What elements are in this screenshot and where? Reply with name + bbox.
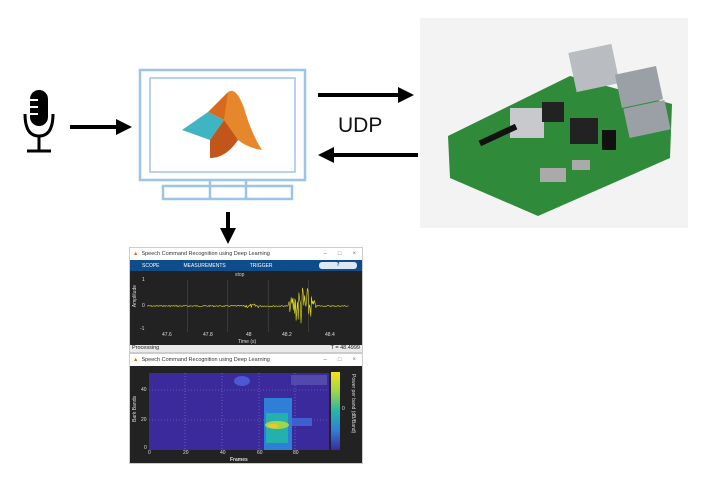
minimize-icon[interactable]: – xyxy=(323,251,327,257)
y-tick: 0 xyxy=(144,445,147,451)
maximize-icon[interactable]: □ xyxy=(337,251,342,257)
time-scope-window: ▲ Speech Command Recognition using Deep … xyxy=(129,247,363,353)
y-tick: 0 xyxy=(142,303,145,309)
status-text: Processing xyxy=(132,345,160,351)
help-button[interactable]: ? xyxy=(319,262,357,269)
microphone-icon xyxy=(23,90,55,153)
x-tick: 0 xyxy=(148,450,151,456)
x-tick: 48 xyxy=(246,332,252,338)
waveform-line xyxy=(147,287,349,324)
x-tick: 80 xyxy=(293,450,299,456)
x-tick: 48.4 xyxy=(325,332,335,338)
tab-scope[interactable]: SCOPE xyxy=(142,262,160,269)
spectrogram-plot: Bark Bands 40 20 0 0 Power per band (dB/… xyxy=(130,366,362,463)
plot-toolbar[interactable] xyxy=(291,375,327,385)
raspberry-pi-image xyxy=(420,18,688,228)
matlab-small-icon: ▲ xyxy=(133,251,139,257)
matlab-small-icon: ▲ xyxy=(133,357,139,363)
x-tick: 48.2 xyxy=(282,332,292,338)
colorbar xyxy=(331,372,340,450)
waveform-axes xyxy=(147,280,349,332)
tab-trigger[interactable]: TRIGGER xyxy=(249,262,273,269)
spectrogram-window-title: Speech Command Recognition using Deep Le… xyxy=(141,357,270,363)
y-tick: 20 xyxy=(141,417,147,423)
spectrogram-window: ▲ Speech Command Recognition using Deep … xyxy=(129,353,363,464)
colorbar-label: Power per band (dB/Band) xyxy=(350,374,356,434)
matlab-logo-icon xyxy=(182,90,262,158)
spectrogram-image xyxy=(149,373,329,450)
x-tick: 47.8 xyxy=(203,332,213,338)
time-readout: T = 48.4999 xyxy=(330,345,360,351)
y-tick: -1 xyxy=(140,326,145,332)
x-tick: 40 xyxy=(220,450,226,456)
x-tick: 60 xyxy=(257,450,263,456)
maximize-icon[interactable]: □ xyxy=(337,357,342,363)
y-tick: 1 xyxy=(142,277,145,283)
udp-label: UDP xyxy=(338,114,383,137)
monitor-icon xyxy=(138,68,307,201)
y-tick: 40 xyxy=(141,387,147,393)
scope-toolstrip: SCOPE MEASUREMENTS TRIGGER ? xyxy=(130,260,362,271)
colorbar-tick: 0 xyxy=(342,406,345,412)
x-axis-label: Frames xyxy=(230,457,248,463)
spectrogram-titlebar: ▲ Speech Command Recognition using Deep … xyxy=(130,354,362,366)
minimize-icon[interactable]: – xyxy=(323,357,327,363)
y-axis-label: Amplitude xyxy=(132,285,138,308)
y-axis-label: Bark Bands xyxy=(132,396,138,422)
x-axis-label: Time (s) xyxy=(238,339,257,345)
close-icon[interactable]: × xyxy=(352,251,356,257)
x-tick: 20 xyxy=(183,450,189,456)
tab-measurements[interactable]: MEASUREMENTS xyxy=(183,262,226,269)
waveform-plot: stop Amplitude 1 0 -1 47.6 47.8 48 48.2 … xyxy=(130,271,362,345)
plot-title: stop xyxy=(235,272,245,278)
scope-titlebar: ▲ Speech Command Recognition using Deep … xyxy=(130,248,362,260)
x-tick: 47.6 xyxy=(162,332,172,338)
status-bar: Processing T = 48.4999 xyxy=(130,345,362,352)
scope-window-title: Speech Command Recognition using Deep Le… xyxy=(141,251,270,257)
close-icon[interactable]: × xyxy=(352,357,356,363)
